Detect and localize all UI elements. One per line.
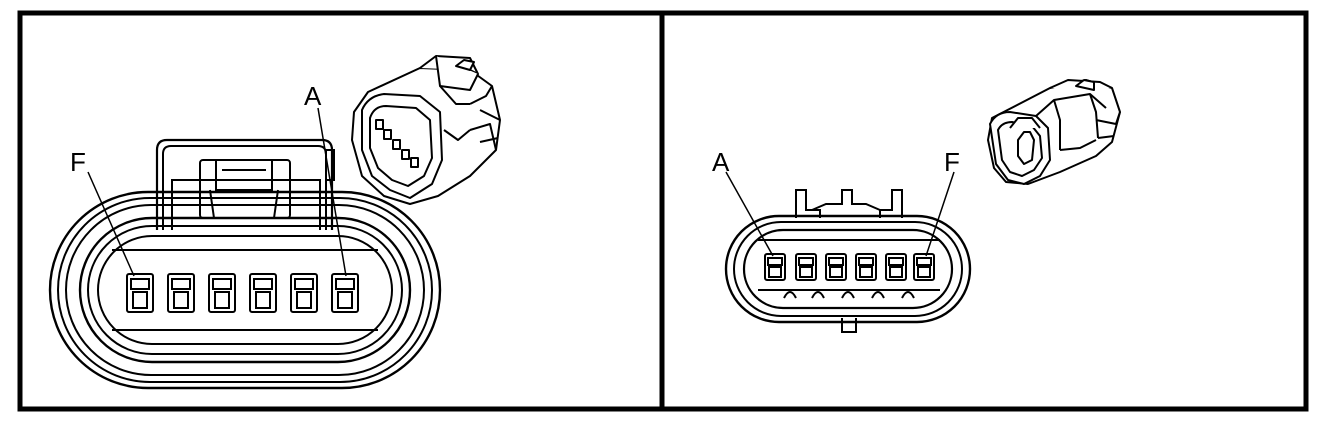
pin-cavity-d bbox=[208, 273, 236, 313]
left-leader-line-f bbox=[87, 171, 135, 277]
pin-cavity-a bbox=[331, 273, 359, 313]
left-leader-line-a bbox=[317, 107, 347, 277]
right-pin-label-f: F bbox=[944, 147, 960, 177]
left-connector-isometric-illustration bbox=[351, 55, 501, 205]
pin-cavity-f bbox=[126, 273, 154, 313]
pin-cavity-d bbox=[855, 253, 877, 281]
left-connector-face bbox=[48, 138, 442, 390]
right-connector-face bbox=[724, 189, 972, 333]
right-leader-line-f bbox=[925, 171, 955, 257]
left-pin-label-a: A bbox=[304, 81, 322, 111]
pin-cavity-e bbox=[885, 253, 907, 281]
right-pin-cavities bbox=[764, 253, 935, 281]
right-connector-isometric-illustration bbox=[987, 79, 1121, 185]
pin-cavity-a bbox=[764, 253, 786, 281]
right-connector-panel: A F bbox=[712, 79, 1121, 333]
left-connector-panel: F A bbox=[48, 55, 501, 390]
pin-cavity-b bbox=[290, 273, 318, 313]
pin-cavity-b bbox=[795, 253, 817, 281]
right-leader-line-a bbox=[725, 171, 774, 257]
pin-cavity-f bbox=[913, 253, 935, 281]
right-pin-label-a: A bbox=[712, 147, 730, 177]
left-pin-label-f: F bbox=[70, 147, 86, 177]
pin-cavity-c bbox=[825, 253, 847, 281]
left-pin-cavities bbox=[126, 273, 359, 313]
pin-cavity-e bbox=[167, 273, 195, 313]
pin-cavity-c bbox=[249, 273, 277, 313]
